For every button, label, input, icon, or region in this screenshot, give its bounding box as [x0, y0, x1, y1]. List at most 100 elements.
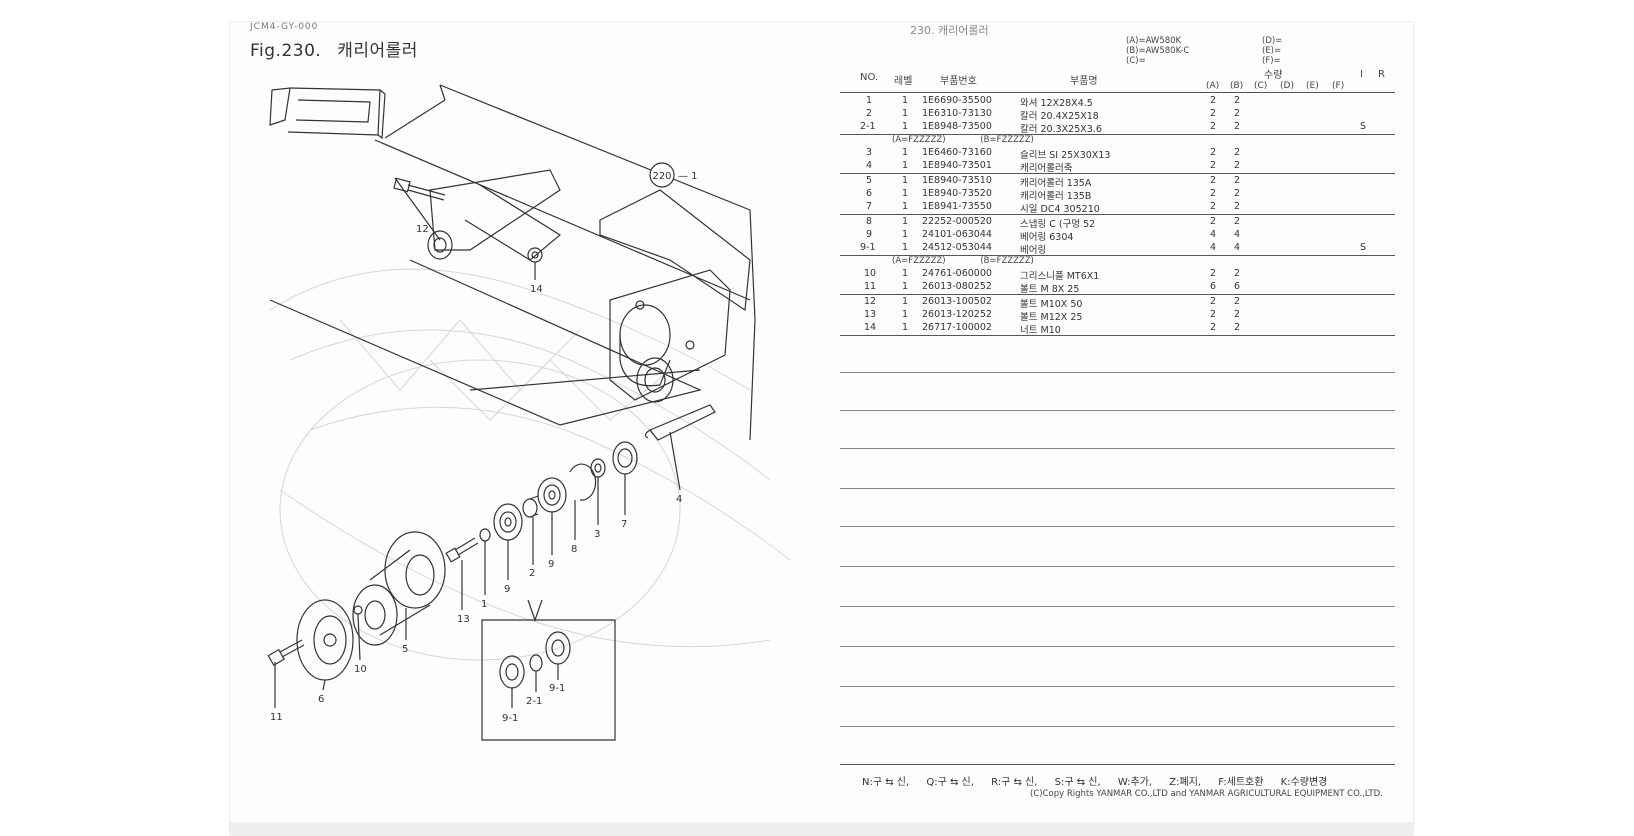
row-part-no: 24761-060000 — [922, 268, 992, 279]
table-row: 10 1 24761-060000 그리스니플 MT6X1 2 2 — [840, 268, 1400, 282]
callout-2: 2 — [529, 568, 535, 579]
ref-dash-label: — 1 — [678, 171, 698, 182]
row-ir: S — [1360, 121, 1367, 132]
row-part-name: 슬리브 SI 25X30X13 — [1020, 150, 1111, 161]
table-row: 8 1 22252-000520 스냅링 C (구멍 52 2 2 — [840, 216, 1400, 230]
row-qty-a: 2 — [1210, 108, 1217, 119]
copyright-line: (C)Copy Rights YANMAR CO.,LTD and YANMAR… — [1030, 789, 1383, 799]
row-qty-b: 2 — [1234, 188, 1241, 199]
blank-rule — [840, 488, 1395, 489]
col-header-no: NO. — [860, 72, 879, 83]
row-qty-b: 2 — [1234, 322, 1241, 333]
row-qty-b: 4 — [1234, 229, 1241, 240]
row-qty-b: 2 — [1234, 296, 1241, 307]
ref-circle-220 — [649, 162, 675, 188]
legend-w: W:추가, — [1117, 777, 1153, 788]
row-part-name: 칼러 20.3X25X3.6 — [1020, 124, 1102, 135]
serial-note: (A=FZZZZZ) (B=FZZZZZ) — [892, 256, 1034, 266]
row-part-no: 1E6310-73130 — [922, 108, 992, 119]
row-part-name: 베어링 — [1020, 245, 1047, 256]
group-rule — [840, 294, 1395, 295]
row-qty-b: 2 — [1234, 121, 1241, 132]
row-qty-a: 2 — [1210, 216, 1217, 227]
blank-rule — [840, 372, 1395, 373]
col-header-c: (C) — [1254, 81, 1268, 91]
table-row: 6 1 1E8940-73520 캐리어롤러 135B 2 2 — [840, 188, 1400, 202]
legend-f: F:세트호환 — [1218, 777, 1264, 788]
callout-8: 8 — [571, 544, 577, 555]
blank-rule — [840, 566, 1395, 567]
row-part-no: 26013-120252 — [922, 309, 992, 320]
model-note-d: (D)= — [1262, 36, 1283, 46]
blank-rule — [840, 646, 1395, 647]
row-qty-b: 2 — [1234, 160, 1241, 171]
row-qty-a: 6 — [1210, 281, 1217, 292]
row-part-no: 1E8940-73520 — [922, 188, 992, 199]
row-part-no: 1E6460-73160 — [922, 147, 992, 158]
group-rule — [840, 214, 1395, 215]
row-qty-a: 2 — [1210, 147, 1217, 158]
row-level: 1 — [902, 309, 909, 320]
row-no: 9 — [866, 229, 873, 240]
figure-name: 캐리어롤러 — [337, 41, 418, 61]
callout-5: 5 — [402, 644, 408, 655]
legend-s: S:구 ⇆ 신, — [1054, 777, 1101, 788]
row-no: 3 — [866, 147, 873, 158]
col-header-r: R — [1378, 69, 1385, 80]
row-qty-b: 2 — [1234, 147, 1241, 158]
col-header-qty: 수량 — [1264, 70, 1283, 81]
row-qty-a: 2 — [1210, 296, 1217, 307]
row-level: 1 — [902, 175, 909, 186]
row-part-no: 26013-080252 — [922, 281, 992, 292]
callout-14: 14 — [530, 284, 543, 295]
table-header-rule — [840, 92, 1395, 93]
table-row: 11 1 26013-080252 볼트 M 8X 25 6 6 — [840, 281, 1400, 295]
callout-12: 12 — [416, 224, 429, 235]
serial-note-b: (B=FZZZZZ) — [980, 135, 1034, 145]
row-level: 1 — [902, 229, 909, 240]
callout-13: 13 — [457, 614, 470, 625]
table-row: 13 1 26013-120252 볼트 M12X 25 2 2 — [840, 309, 1400, 323]
change-code-legend: N:구 ⇆ 신, Q:구 ⇆ 신, R:구 ⇆ 신, S:구 ⇆ 신, W:추가… — [862, 773, 1341, 788]
group-rule — [840, 134, 1395, 135]
serial-note-a: (A=FZZZZZ) — [892, 256, 946, 266]
row-level: 1 — [902, 322, 909, 333]
row-part-name: 와셔 12X28X4.5 — [1020, 98, 1093, 109]
callout-9-1-left: 9-1 — [502, 713, 518, 724]
row-qty-a: 2 — [1210, 188, 1217, 199]
row-part-name: 캐리어롤러 135A — [1020, 178, 1092, 189]
row-part-no: 1E8941-73550 — [922, 201, 992, 212]
blank-rule — [840, 606, 1395, 607]
row-part-name: 캐리어롤러 135B — [1020, 191, 1092, 202]
blank-rule — [840, 686, 1395, 687]
table-row: 7 1 1E8941-73550 시일 DC4 305210 2 2 — [840, 201, 1400, 215]
row-qty-a: 2 — [1210, 175, 1217, 186]
table-row: 9-1 1 24512-053044 베어링 4 4 S — [840, 242, 1400, 256]
row-level: 1 — [902, 281, 909, 292]
row-qty-a: 2 — [1210, 309, 1217, 320]
table-row: 2-1 1 1E8948-73500 칼러 20.3X25X3.6 2 2 S — [840, 121, 1400, 135]
figure-number: Fig.230. — [250, 41, 322, 61]
row-part-no: 24512-053044 — [922, 242, 992, 253]
legend-rule — [840, 764, 1395, 765]
row-level: 1 — [902, 296, 909, 307]
row-part-name: 볼트 M 8X 25 — [1020, 284, 1080, 295]
row-part-name: 칼러 20.4X25X18 — [1020, 111, 1099, 122]
page-bottom-edge — [230, 822, 1413, 836]
row-no: 5 — [866, 175, 873, 186]
row-no: 1 — [866, 95, 873, 106]
model-note-a: (A)=AW580K — [1126, 36, 1182, 46]
table-row: 2 1 1E6310-73130 칼러 20.4X25X18 2 2 — [840, 108, 1400, 122]
serial-note: (A=FZZZZZ) (B=FZZZZZ) — [892, 135, 1034, 145]
row-no: 7 — [866, 201, 873, 212]
blank-rule — [840, 448, 1395, 449]
row-no: 13 — [864, 309, 877, 320]
serial-note-b: (B=FZZZZZ) — [980, 256, 1034, 266]
row-level: 1 — [902, 216, 909, 227]
row-qty-a: 2 — [1210, 322, 1217, 333]
col-header-a: (A) — [1206, 81, 1220, 91]
group-rule — [840, 173, 1395, 174]
row-part-no: 26717-100002 — [922, 322, 992, 333]
row-no: 10 — [864, 268, 877, 279]
row-ir: S — [1360, 242, 1367, 253]
